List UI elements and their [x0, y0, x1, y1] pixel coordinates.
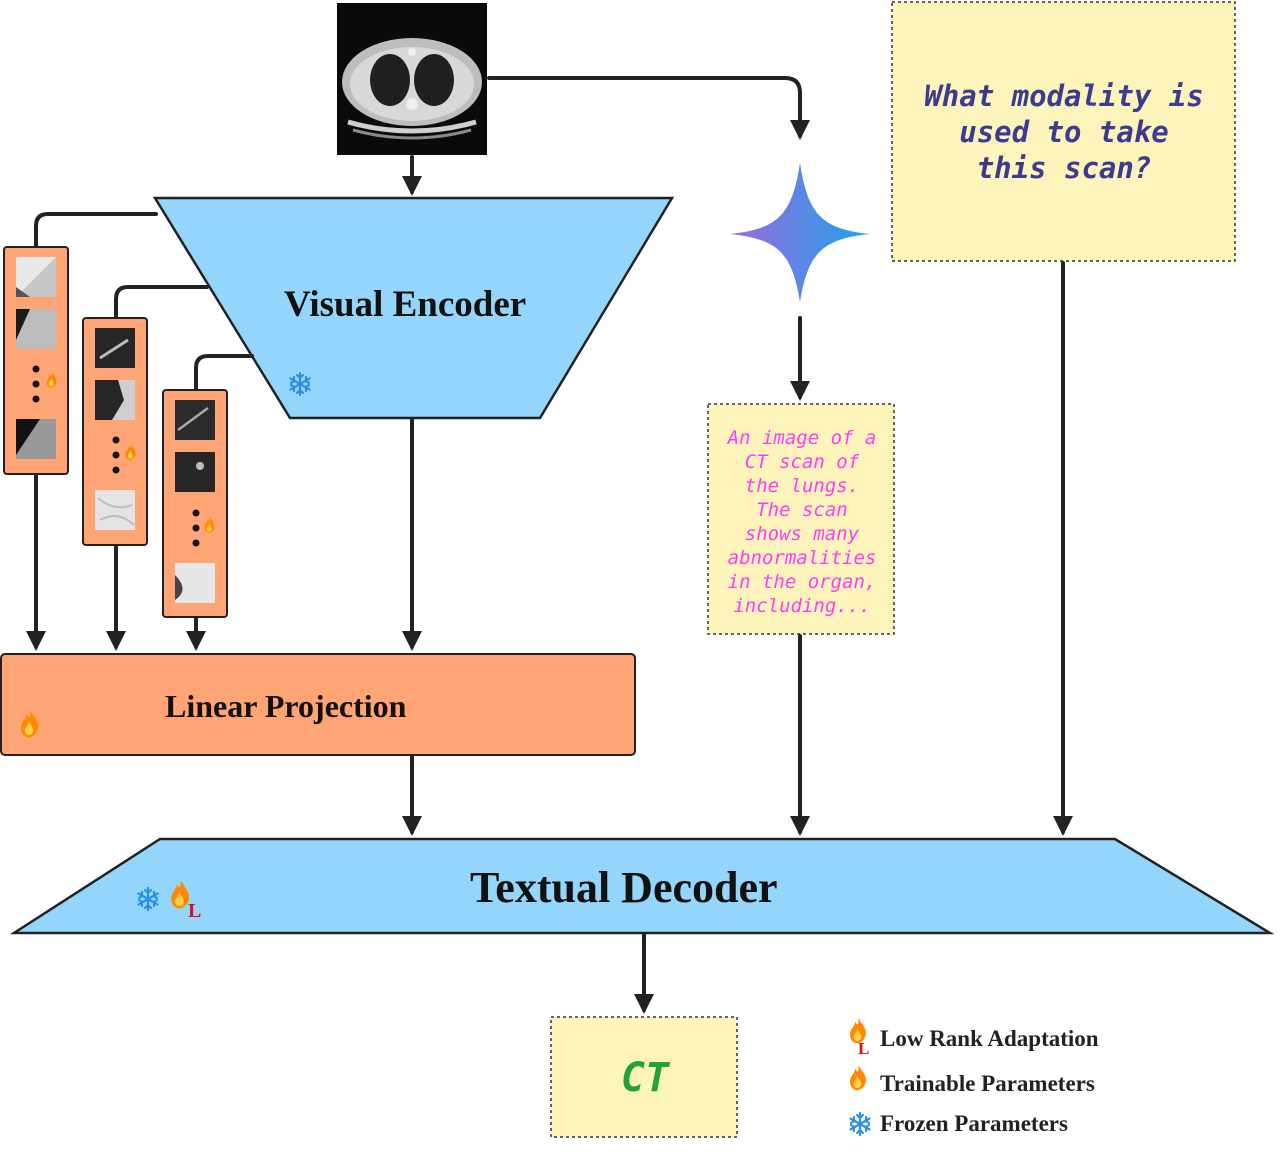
patch-column-1: [3, 246, 69, 475]
connector-encoder-to-column-1: [34, 212, 158, 248]
lora-badge: L: [858, 1039, 869, 1058]
answer-text: CT: [620, 1055, 670, 1101]
ct-scan-image: [337, 3, 487, 155]
legend-trainable-label: Trainable Parameters: [880, 1071, 1095, 1096]
lora-badge: L: [188, 900, 201, 922]
connector-encoder-to-column-2: [114, 285, 209, 319]
linear-projection-label: Linear Projection: [165, 688, 407, 724]
legend-frozen-label: Frozen Parameters: [880, 1111, 1068, 1136]
fire-icon: [849, 1065, 866, 1091]
question-note: [891, 1, 1236, 262]
caption-note: [707, 403, 895, 635]
textual-decoder-label: Textual Decoder: [470, 863, 778, 912]
patch-column-2: [82, 317, 148, 546]
patch-column-3: [162, 389, 228, 618]
question-text: What modality is used to take this scan?: [924, 79, 1204, 185]
answer-note: [550, 1016, 738, 1138]
arrow-image-to-llm: [487, 76, 810, 140]
visual-encoder-label: Visual Encoder: [284, 284, 527, 325]
textual-decoder-block: [9, 837, 1275, 935]
snowflake-icon: [849, 1111, 871, 1137]
caption-text: An image of a CT scan of the lungs. The …: [727, 427, 877, 617]
connector-encoder-to-column-3: [194, 354, 254, 391]
legend-lora-label: Low Rank Adaptation: [880, 1026, 1099, 1051]
sparkle-star-icon: [730, 163, 870, 302]
visual-encoder-block: [152, 196, 675, 420]
linear-projection-block: [0, 653, 636, 756]
